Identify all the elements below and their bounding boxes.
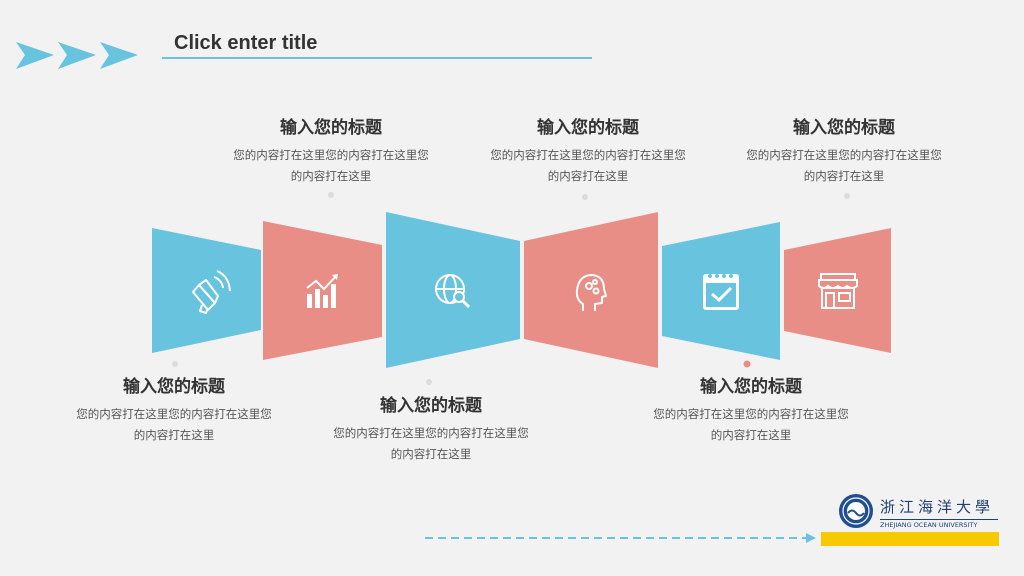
panel-4[interactable] <box>524 212 658 368</box>
item-title: 输入您的标题 <box>537 118 639 138</box>
text-block-2: 输入您的标题 您的内容打在这里您的内容打在这里您的内容打在这里 <box>231 117 431 187</box>
university-seal-icon <box>839 494 873 528</box>
megaphone-icon <box>192 270 231 314</box>
item-title: 输入您的标题 <box>380 396 482 416</box>
text-block-4: 输入您的标题 您的内容打在这里您的内容打在这里您的内容打在这里 <box>488 117 688 187</box>
footer-arrow-icon <box>806 533 816 543</box>
panel-1[interactable] <box>152 228 261 353</box>
text-block-6: 输入您的标题 您的内容打在这里您的内容打在这里您的内容打在这里 <box>744 117 944 187</box>
globe-search-icon <box>435 274 471 309</box>
head-gears-icon <box>575 274 607 311</box>
item-title: 输入您的标题 <box>280 118 382 138</box>
text-block-5: 输入您的标题 您的内容打在这里您的内容打在这里您的内容打在这里 <box>651 376 851 446</box>
university-name: 浙江海洋大學 <box>880 498 995 516</box>
item-title: 输入您的标题 <box>700 377 802 397</box>
title-underline <box>162 57 592 59</box>
chevron-arrows-icon <box>16 42 138 69</box>
text-block-3: 输入您的标题 您的内容打在这里您的内容打在这里您的内容打在这里 <box>331 395 531 465</box>
panel-6[interactable] <box>784 228 891 353</box>
item-body: 您的内容打在这里您的内容打在这里您的内容打在这里 <box>333 426 529 461</box>
panel-2[interactable] <box>263 221 382 360</box>
connector-dot-accent <box>743 360 751 368</box>
item-body: 您的内容打在这里您的内容打在这里您的内容打在这里 <box>76 407 272 442</box>
connector-dots <box>172 192 850 385</box>
calendar-check-icon <box>703 274 739 310</box>
item-body: 您的内容打在这里您的内容打在这里您的内容打在这里 <box>233 148 429 183</box>
item-body: 您的内容打在这里您的内容打在这里您的内容打在这里 <box>490 148 686 183</box>
item-body: 您的内容打在这里您的内容打在这里您的内容打在这里 <box>653 407 849 442</box>
page-title: Click enter title <box>174 32 318 54</box>
storefront-icon <box>818 273 858 309</box>
item-body: 您的内容打在这里您的内容打在这里您的内容打在这里 <box>746 148 942 183</box>
bar-chart-icon <box>306 274 338 308</box>
university-subtitle: ZHEJIANG OCEAN UNIVERSITY <box>880 519 998 529</box>
text-block-1: 输入您的标题 您的内容打在这里您的内容打在这里您的内容打在这里 <box>74 376 274 446</box>
footer-yellow-bar <box>821 532 999 546</box>
item-title: 输入您的标题 <box>793 118 895 138</box>
item-title: 输入您的标题 <box>123 377 225 397</box>
